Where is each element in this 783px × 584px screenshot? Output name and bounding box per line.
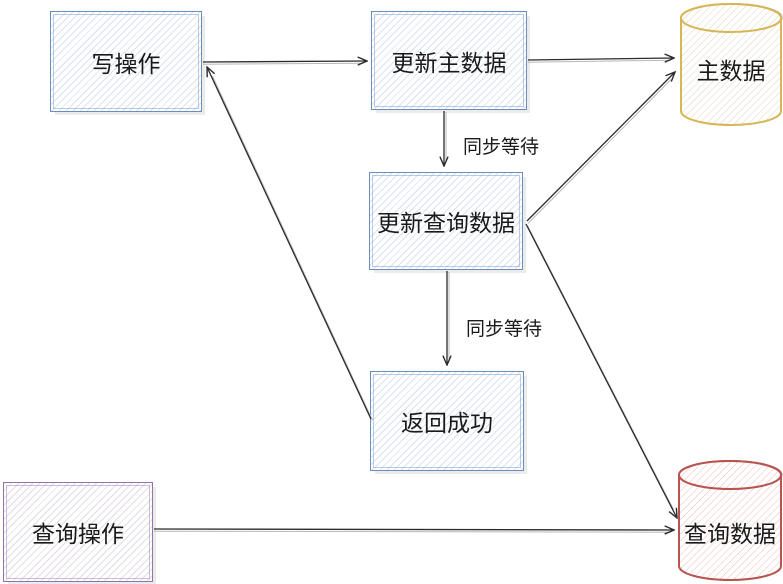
edge-label-sync-wait-1: 同步等待 [463, 137, 540, 158]
node-write-operation[interactable]: 写操作 [50, 11, 202, 112]
node-update-master-data[interactable]: 更新主数据 [371, 11, 527, 110]
cylinder-shape-red [678, 460, 783, 581]
edge-update-query-to-return-success[interactable] [447, 271, 449, 365]
node-return-success-label: 返回成功 [401, 410, 493, 436]
edge-write-to-update-master[interactable] [202, 61, 367, 64]
node-query-operation[interactable]: 查询操作 [3, 482, 153, 582]
node-update-query-data-label: 更新查询数据 [377, 210, 515, 236]
edge-update-master-to-update-query[interactable] [444, 111, 446, 166]
edge-update-query-to-master-db[interactable] [526, 72, 675, 224]
node-return-success[interactable]: 返回成功 [370, 371, 524, 471]
node-query-data-db-label: 查询数据 [684, 521, 776, 547]
edge-query-operation-to-query-db[interactable] [153, 529, 674, 532]
node-write-operation-label: 写操作 [91, 50, 161, 77]
node-master-data-db[interactable]: 主数据 [679, 2, 783, 128]
node-query-data-db[interactable]: 查询数据 [677, 459, 783, 583]
edge-return-success-to-write-operation[interactable] [207, 67, 373, 421]
edge-label-sync-wait-2: 同步等待 [466, 319, 543, 340]
edge-update-master-to-master-db[interactable] [527, 58, 674, 62]
node-master-data-db-label: 主数据 [696, 58, 766, 84]
node-update-query-data[interactable]: 更新查询数据 [369, 172, 523, 270]
node-query-operation-label: 查询操作 [32, 521, 124, 547]
node-update-master-data-label: 更新主数据 [391, 49, 507, 76]
edge-update-query-to-query-db[interactable] [525, 223, 677, 518]
cylinder-shape-gold [680, 3, 783, 126]
